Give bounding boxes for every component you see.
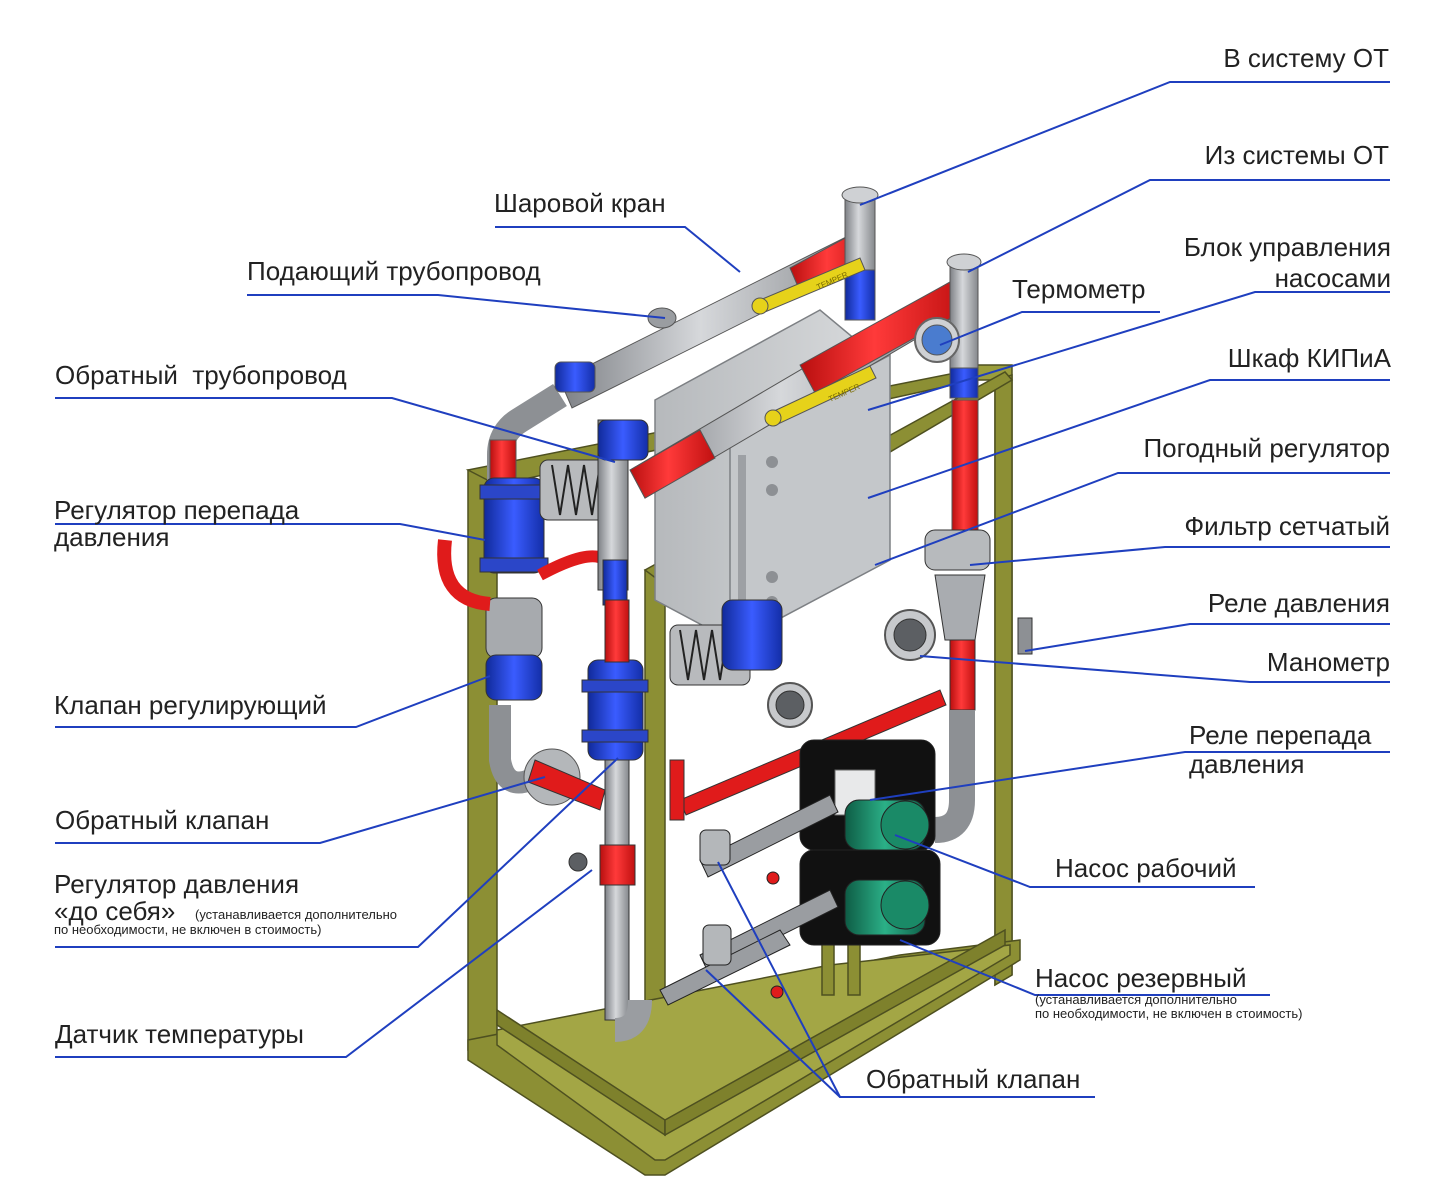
- center-regulator: [568, 599, 813, 1021]
- label-thermometer: Термометр: [1012, 274, 1146, 304]
- label-check-valve-bottom: Обратный клапан: [866, 1064, 1081, 1094]
- label-return-pipe: Обратный трубопровод: [55, 360, 347, 390]
- label-weather-regulator: Погодный регулятор: [1143, 433, 1390, 463]
- label-upstream-regulator-1: Регулятор давления: [54, 869, 300, 899]
- label-pressure-relay: Реле давления: [1207, 588, 1390, 618]
- leader-upstream-regulator: [55, 757, 619, 948]
- leader-supply-pipe: [247, 294, 666, 319]
- label-pump-control-1: Блок управления: [1183, 232, 1391, 262]
- leader-check-valve-left: [55, 776, 546, 844]
- label-to-heating: В систему ОТ: [1223, 43, 1389, 73]
- label-diff-regulator-1: Регулятор перепада: [54, 495, 300, 525]
- leader-kip-cabinet: [867, 379, 1390, 499]
- leader-reserve-pump: [899, 939, 1270, 996]
- leader-lines: [55, 81, 1390, 1098]
- upstream-regulator-note-b: по необходимости, не включен в стоимость…: [54, 922, 322, 937]
- label-upstream-regulator-2: «до себя»: [54, 896, 176, 926]
- leader-working-pump: [894, 834, 1255, 888]
- brand-text-lower: TEMPER: [827, 382, 861, 404]
- label-from-heating: Из системы ОТ: [1204, 140, 1389, 170]
- label-supply-pipe: Подающий трубопровод: [247, 256, 541, 286]
- leader-weather-regulator: [874, 472, 1390, 566]
- label-mesh-filter: Фильтр сетчатый: [1184, 511, 1390, 541]
- label-diff-regulator-2: давления: [54, 522, 170, 552]
- upper-pipework: [487, 186, 982, 551]
- leader-manometer: [919, 655, 1390, 683]
- reserve-pump-note-a: (устанавливается дополнительно: [1035, 992, 1238, 1007]
- leader-check-valve-bottom-2: [705, 969, 841, 1098]
- label-diff-relay-1: Реле перепада: [1189, 720, 1372, 750]
- label-working-pump: Насос рабочий: [1055, 853, 1237, 883]
- leader-return-pipe: [55, 397, 616, 463]
- label-pump-control-2: насосами: [1274, 263, 1391, 293]
- leader-control-valve: [55, 675, 491, 728]
- label-check-valve-left: Обратный клапан: [55, 805, 270, 835]
- brand-text-upper: TEMPER: [815, 270, 849, 292]
- reserve-pump-note-b: по необходимости, не включен в стоимость…: [1035, 1006, 1303, 1021]
- leader-from-heating: [967, 179, 1390, 273]
- leader-to-heating: [859, 81, 1390, 206]
- label-diff-relay-2: давления: [1189, 749, 1305, 779]
- label-kip-cabinet: Шкаф КИПиА: [1227, 343, 1391, 373]
- label-ball-valve: Шаровой кран: [494, 188, 666, 218]
- leader-mesh-filter: [969, 546, 1390, 566]
- upstream-regulator-note-a: (устанавливается дополнительно: [195, 907, 398, 922]
- leader-diff-relay: [869, 751, 1390, 801]
- label-control-valve: Клапан регулирующий: [54, 690, 327, 720]
- leader-pressure-relay: [1024, 623, 1390, 652]
- label-reserve-pump: Насос резервный: [1035, 963, 1247, 993]
- leader-temp-sensor: [55, 869, 593, 1058]
- leader-pump-control: [867, 291, 1390, 411]
- left-valve-column: [437, 419, 649, 811]
- leader-ball-valve: [495, 226, 741, 273]
- label-temp-sensor: Датчик температуры: [55, 1019, 304, 1049]
- label-manometer: Манометр: [1266, 647, 1390, 677]
- leader-thermometer: [939, 311, 1160, 346]
- leader-diff-regulator: [55, 523, 486, 541]
- pumps: [614, 739, 941, 1042]
